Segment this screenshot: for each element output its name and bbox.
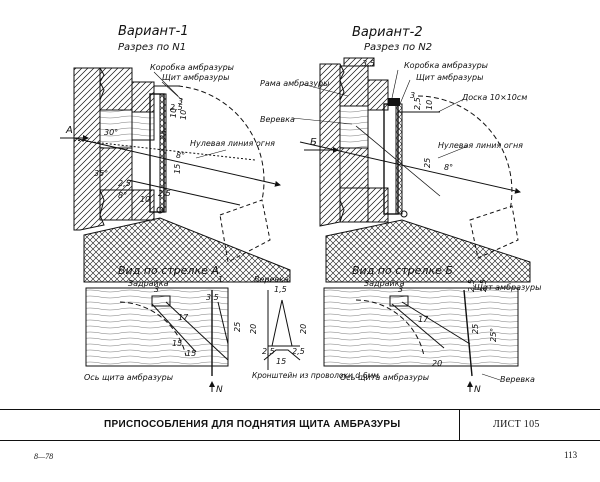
dim-label: 20: [249, 324, 258, 334]
variant1-arrow-a: А: [65, 125, 73, 136]
variant2-board-label: Доска 10×10см: [461, 93, 527, 102]
dim-label: 10: [169, 108, 178, 118]
dim-label: 25: [233, 322, 242, 332]
dim-label: 8°: [444, 163, 453, 172]
variant2-shield-label: Щит амбразуры: [416, 73, 483, 82]
variant2-drawing: Вариант-2 Разрез по N2 Б: [260, 25, 531, 283]
variant2-box-label: Коробка амбразуры: [404, 61, 488, 70]
title-block-divider: [459, 409, 460, 441]
dim-label: 2,5: [262, 347, 275, 356]
variant1-zero-line-label: Нулевая линия огня: [190, 139, 275, 148]
dim-label: 25: [471, 324, 480, 334]
dim-label: 3: [178, 97, 183, 106]
dim-label: 3,5: [206, 293, 219, 302]
dim-label: 8°: [118, 191, 127, 200]
dim-label: 15: [173, 164, 182, 174]
title-block: ПРИСПОСОБЛЕНИЯ ДЛЯ ПОДНЯТИЯ ЩИТА АМБРАЗУ…: [0, 409, 600, 441]
variant1-box-label: Коробка амбразуры: [150, 63, 234, 72]
dim-label: 15: [186, 349, 196, 358]
view-b-title: Вид по стрелке Б: [352, 264, 453, 277]
dim-label: 25: [159, 130, 168, 140]
variant1-title: Вариант-1: [118, 24, 189, 39]
variant1-shield-label: Щит амбразуры: [162, 73, 229, 82]
variant2-rope-label: Веревка: [260, 115, 295, 124]
view-b-latch-label: Задрайка: [364, 279, 405, 288]
dim-label: 3: [398, 285, 403, 294]
dim-label: 2,5: [118, 179, 131, 188]
view-b-rope-label: Веревка: [500, 375, 535, 384]
view-b-axis-mark: N: [474, 385, 481, 395]
dim-label: 25°: [489, 328, 498, 342]
dim-label: 25: [423, 158, 432, 168]
variant2-arrow-b: Б: [310, 137, 317, 148]
variant2-section: Разрез по N2: [364, 42, 432, 53]
dim-label: 10: [179, 110, 188, 120]
dim-label: 2,5: [479, 279, 488, 292]
dim-label: 17: [178, 313, 189, 322]
view-a-bracket-label: Кронштейн из проволоки d-6мм: [252, 371, 379, 380]
page-number: 113: [564, 450, 578, 460]
variant1-ground: [83, 217, 291, 283]
dim-label: 3,5: [362, 59, 375, 68]
dim-label: 15: [276, 357, 286, 366]
dim-label: 15: [172, 339, 182, 348]
sheet-number: ЛИСТ 105: [493, 419, 540, 430]
dim-label: 3: [410, 91, 415, 100]
variant1-embrasure: [149, 85, 180, 214]
variant2-zero-line-label: Нулевая линия огня: [438, 141, 523, 150]
view-a-axis-mark: N: [216, 385, 223, 395]
view-a-rope-label: Веревка: [254, 275, 289, 284]
sheet-title: ПРИСПОСОБЛЕНИЯ ДЛЯ ПОДНЯТИЯ ЩИТА АМБРАЗУ…: [104, 419, 401, 430]
dim-label: 1: [218, 275, 223, 284]
dim-label: 2,5: [158, 189, 171, 198]
view-a-latch-label: Задрайка: [128, 279, 169, 288]
dim-label: 20: [299, 324, 308, 334]
dim-label: 20: [432, 359, 442, 368]
dim-label: 10: [140, 195, 150, 204]
dim-label: 30°: [104, 128, 118, 137]
dim-label: 17: [418, 315, 429, 324]
dim-label: 1,5: [274, 285, 287, 294]
variant2-wall: [319, 57, 389, 227]
view-b-drawing: Вид по стрелке Б Задрайка Щит амбразуры …: [323, 264, 541, 395]
dim-label: 2,5: [467, 279, 476, 292]
dim-label: 2,5: [413, 97, 422, 110]
view-a-axis-label: Ось щита амбразуры: [84, 373, 173, 382]
view-a-drawing: Вид по стрелке А Задрайка Веревка Ось щи…: [84, 264, 379, 395]
variant2-ground: [325, 219, 531, 283]
dim-label: 35°: [94, 169, 108, 178]
variant1-drawing: Вариант-1 Разрез по N1 А: [60, 24, 291, 283]
view-a-title: Вид по стрелке А: [118, 264, 219, 277]
dim-label: 3: [154, 285, 159, 294]
dim-label: 10: [425, 100, 434, 110]
variant1-section: Разрез по N1: [118, 42, 186, 53]
view-b-shield-label: Щит амбразуры: [474, 283, 541, 292]
variant2-title: Вариант-2: [352, 25, 423, 40]
title-block-bottom-rule: [0, 440, 600, 441]
variant1-wall: [73, 67, 155, 231]
variant2-embrasure: [383, 98, 440, 218]
footer-code: 8—78: [34, 452, 54, 461]
dim-label: 2,5: [170, 103, 183, 112]
dim-label: 2,5: [292, 347, 305, 356]
view-b-axis-label: Ось щита амбразуры: [340, 373, 429, 382]
dim-label: 8°: [176, 151, 185, 160]
title-block-top-rule: [0, 409, 600, 410]
variant2-frame-label: Рама амбразуры: [260, 79, 329, 88]
